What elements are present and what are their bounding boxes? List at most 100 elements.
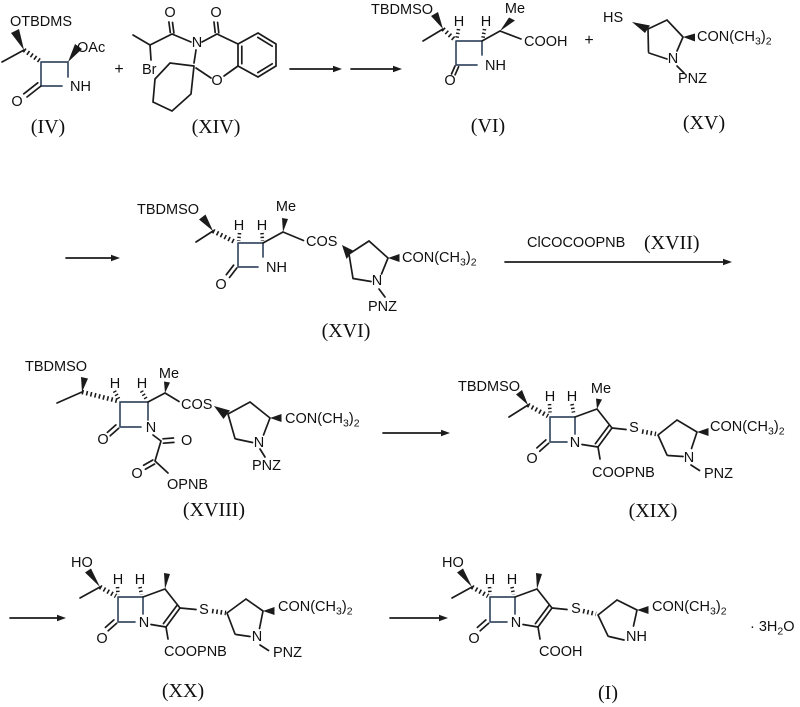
structure-xviii: TBDMSO H H Me COS N O O O OPNB N PNZ CON… <box>25 359 360 521</box>
bonds-xvi <box>195 214 400 298</box>
atom-label-n: N <box>570 435 580 451</box>
atom-label-amide: CON(CH3)2 <box>710 419 785 438</box>
atom-label-h: H <box>135 572 145 588</box>
atom-label-me: Me <box>159 366 179 382</box>
atom-label-cos: COS <box>181 397 212 413</box>
atom-label-h: H <box>567 389 577 405</box>
atom-label-n: N <box>254 435 264 451</box>
atom-label-h: H <box>113 572 123 588</box>
compound-label-xv: (XV) <box>683 112 725 134</box>
atom-label-s: S <box>629 420 639 436</box>
atom-label-pnz: PNZ <box>368 299 397 315</box>
atom-label-n: N <box>252 629 262 645</box>
bonds-xiv <box>132 21 277 113</box>
plus-sign-2: + <box>584 32 593 49</box>
bonds-xx <box>79 568 275 652</box>
atom-label-n: N <box>192 35 202 51</box>
atom-label-o: O <box>211 73 222 89</box>
bonds-vi <box>422 12 522 76</box>
structure-xvi: TBDMSO H H Me COS NH O N PNZ CON(CH3)2 (… <box>137 199 477 342</box>
atom-label-coopnb: COOPNB <box>164 644 227 660</box>
structure-i: HO H H N O S COOH NH CON(CH3)2 · 3H2O (I… <box>442 555 795 704</box>
atom-label-o: O <box>131 466 142 482</box>
atom-label-o: O <box>96 631 107 647</box>
compound-label-i: (I) <box>598 682 618 704</box>
atom-label-amide: CON(CH3)2 <box>402 250 477 269</box>
atom-label-h: H <box>257 218 267 234</box>
structure-xx: HO H H N O S COOPNB N PNZ CON(CH3)2 (XX) <box>71 555 353 702</box>
atom-label-n: N <box>372 273 382 289</box>
atom-label-me: Me <box>505 1 525 17</box>
reagent-label-xvii: ClCOCOOPNB <box>527 235 625 251</box>
reaction-arrow-6 <box>9 614 66 622</box>
structure-iv: OTBDMS OAc NH O (IV) <box>1 14 105 138</box>
atom-label-o: O <box>215 277 226 293</box>
atom-label-n: N <box>146 420 156 436</box>
atom-label-coopnb: COOPNB <box>592 465 655 481</box>
atom-label-amide: CON(CH3)2 <box>285 411 360 430</box>
atom-label-h: H <box>545 389 555 405</box>
reaction-arrow-1 <box>289 65 342 73</box>
atom-label-oac: OAc <box>77 40 105 56</box>
compound-label-xvi: (XVI) <box>322 320 371 342</box>
atom-label-o: O <box>444 73 455 89</box>
atom-label-h: H <box>507 572 517 588</box>
atom-label-o: O <box>210 5 221 21</box>
atom-label-nh: NH <box>70 79 91 95</box>
atom-label-pnz: PNZ <box>704 466 733 482</box>
atom-label-nh: NH <box>266 260 287 276</box>
compound-label-xx: (XX) <box>162 680 204 702</box>
atom-label-h: H <box>481 14 491 30</box>
atom-label-me: Me <box>276 199 296 215</box>
atom-label-s: S <box>571 601 581 617</box>
atom-label-amide: CON(CH3)2 <box>697 29 772 48</box>
compound-label-xix: (XIX) <box>629 500 678 522</box>
bonds-xix <box>508 390 709 472</box>
hydrate-label: · 3H2O <box>750 619 795 638</box>
atom-label-o: O <box>164 5 175 21</box>
reagent-id-xvii: (XVII) <box>644 232 700 254</box>
reaction-arrow-5 <box>382 429 450 437</box>
atom-label-h: H <box>110 376 120 392</box>
atom-label-ho: HO <box>442 555 464 571</box>
atom-label-o: O <box>97 432 108 448</box>
atom-label-n: N <box>139 615 149 631</box>
compound-label-vi: (VI) <box>471 115 505 137</box>
structure-xiv: O O N Br O (XIV) <box>132 5 277 138</box>
atom-label-o: O <box>468 631 479 647</box>
atom-label-cooh: COOH <box>524 34 568 50</box>
atom-label-tbdmso: TBDMSO <box>137 202 199 218</box>
atom-label-n: N <box>684 450 694 466</box>
structure-xv: HS N PNZ CON(CH3)2 (XV) <box>603 10 772 134</box>
reaction-arrow-2 <box>350 65 402 73</box>
atom-label-h: H <box>234 218 244 234</box>
reaction-arrow-3 <box>65 254 120 262</box>
atom-label-pnz: PNZ <box>252 458 281 474</box>
atom-label-o: O <box>526 451 537 467</box>
bonds-xv <box>632 18 695 74</box>
reaction-arrow-4: ClCOCOOPNB (XVII) <box>504 232 732 266</box>
atom-label-n: N <box>668 51 678 67</box>
bonds-iv <box>1 29 82 98</box>
atom-label-tbdmso: TBDMSO <box>371 2 433 18</box>
atom-label-ho: HO <box>71 555 93 571</box>
atom-label-pnz: PNZ <box>273 645 302 661</box>
plus-sign-1: + <box>114 61 123 78</box>
atom-label-nh: NH <box>485 58 506 74</box>
atom-label-tbdmso: TBDMSO <box>458 379 520 395</box>
atom-label-amide: CON(CH3)2 <box>652 599 727 618</box>
atom-label-otbdms: OTBDMS <box>10 14 72 30</box>
reaction-arrow-7 <box>389 614 448 622</box>
compound-label-iv: (IV) <box>31 116 65 138</box>
atom-label-amide: CON(CH3)2 <box>278 599 353 618</box>
atom-label-hs: HS <box>603 10 623 26</box>
atom-label-me: Me <box>591 381 611 397</box>
bonds-i <box>451 568 649 641</box>
atom-label-opnb: OPNB <box>167 477 208 493</box>
atom-label-tbdmso: TBDMSO <box>25 359 87 375</box>
atom-label-br: Br <box>142 62 157 78</box>
atom-label-pnz: PNZ <box>678 71 707 87</box>
structure-vi: TBDMSO H H Me COOH NH O (VI) <box>371 1 568 137</box>
